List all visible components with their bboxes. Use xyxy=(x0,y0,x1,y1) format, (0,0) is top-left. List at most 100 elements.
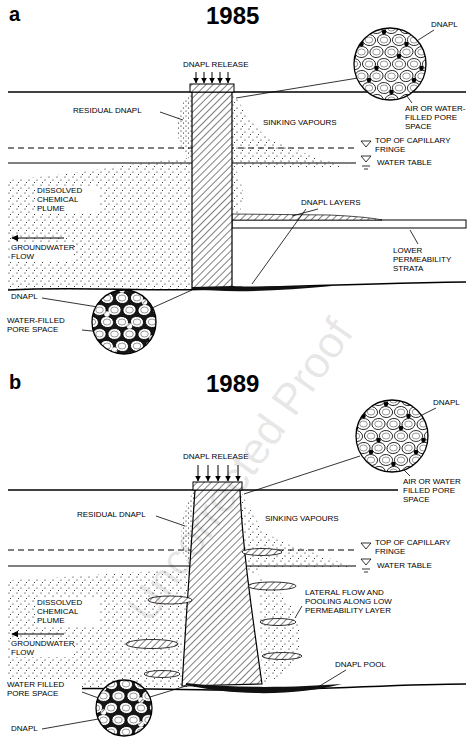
grain-texture xyxy=(96,355,104,361)
release-arrow xyxy=(212,72,213,83)
soil-grain xyxy=(69,291,85,306)
soil-grain xyxy=(157,738,170,739)
soil-grain xyxy=(160,340,174,352)
grain-texture xyxy=(418,97,426,103)
dnapl-droplet xyxy=(384,402,389,407)
annotation-label: RESIDUAL DNAPL xyxy=(72,106,143,115)
soil-grain xyxy=(422,58,436,69)
watermark: Uncorrected Proof xyxy=(119,310,361,629)
annotation-label: SINKING VAPOURS xyxy=(262,118,338,127)
soil-grain xyxy=(152,279,168,293)
grain-texture xyxy=(103,271,111,277)
grain-texture xyxy=(382,433,390,439)
soil-grain xyxy=(148,725,164,739)
grain-texture xyxy=(335,85,343,91)
dnapl-lens xyxy=(262,653,302,660)
soil-grain xyxy=(78,352,92,363)
soil-grain xyxy=(145,268,159,280)
dnapl-droplet xyxy=(419,66,424,71)
grain-texture xyxy=(335,13,343,19)
soil-grain xyxy=(118,701,134,716)
dissolved-plume xyxy=(232,163,243,218)
dnapl-droplet xyxy=(161,709,166,714)
soil-grain xyxy=(414,21,430,35)
soil-grain xyxy=(355,22,369,34)
dnapl-droplet xyxy=(391,462,396,467)
soil-grain xyxy=(114,291,129,305)
grain-texture xyxy=(360,469,368,475)
grain-texture xyxy=(343,73,351,79)
soil-grain xyxy=(399,21,414,35)
grain-texture xyxy=(337,409,345,415)
dnapl-droplet xyxy=(436,462,441,467)
grain-texture xyxy=(152,729,160,735)
vapour-zone xyxy=(240,490,356,568)
dnapl-lenses xyxy=(126,549,302,678)
grain-texture xyxy=(425,85,433,91)
soil-grain xyxy=(407,34,421,46)
vapour-zone xyxy=(232,92,350,168)
grain-texture xyxy=(382,409,390,415)
grain-texture xyxy=(103,295,111,301)
grain-texture xyxy=(367,385,375,391)
soil-grain xyxy=(362,57,377,70)
soil-grain xyxy=(149,678,164,691)
grain-texture xyxy=(85,669,93,675)
leader-line xyxy=(150,686,186,697)
dnapl-lens xyxy=(248,582,296,590)
dnapl-droplet xyxy=(344,18,349,23)
grain-texture xyxy=(118,319,126,325)
annotation-label: TOP OF CAPILLARY FRINGE xyxy=(374,538,468,556)
soil-grain xyxy=(379,454,393,466)
leader-line xyxy=(156,516,185,526)
soil-grain xyxy=(339,70,353,82)
grain-texture xyxy=(163,295,171,301)
grain-texture xyxy=(85,693,93,699)
grain-texture xyxy=(395,85,403,91)
grain-texture xyxy=(433,73,441,79)
grain-texture xyxy=(163,367,171,373)
grain-texture xyxy=(130,717,138,723)
grain-texture xyxy=(103,343,111,349)
grain-texture xyxy=(141,307,149,313)
soil-grain xyxy=(333,429,349,443)
soil-grain xyxy=(348,381,364,395)
dnapl-droplet xyxy=(346,462,351,467)
grain-texture xyxy=(435,445,443,451)
dnapl-pool xyxy=(186,683,342,693)
pore-callout xyxy=(354,28,426,100)
grain-texture xyxy=(403,49,411,55)
soil-grain xyxy=(409,406,423,418)
soil-grain xyxy=(148,701,163,715)
soil-grain xyxy=(73,701,88,715)
leader-line xyxy=(152,290,192,308)
water-table-line xyxy=(8,163,356,164)
soil-grain xyxy=(122,328,137,341)
leader-line xyxy=(42,718,104,729)
soil-grain xyxy=(145,340,160,353)
grain-texture xyxy=(337,433,345,439)
dnapl-droplet xyxy=(164,311,169,316)
soil-grain xyxy=(118,725,134,739)
soil-grain xyxy=(156,690,171,703)
soil-grain xyxy=(384,69,399,83)
dnapl-droplet xyxy=(344,90,349,95)
grain-texture xyxy=(73,343,81,349)
grain-texture xyxy=(100,669,108,675)
grain-texture xyxy=(395,109,403,115)
soil-grain xyxy=(93,352,106,363)
grain-texture xyxy=(335,61,343,67)
grain-texture xyxy=(133,271,141,277)
grain-texture xyxy=(365,61,373,67)
grain-texture xyxy=(345,397,353,403)
soil-grain xyxy=(422,82,436,94)
soil-grain xyxy=(84,363,100,378)
soil-grain xyxy=(111,738,126,739)
soil-grain xyxy=(428,45,444,60)
grain-texture xyxy=(350,109,358,115)
grain-texture xyxy=(148,367,156,373)
soil-grain xyxy=(409,454,422,465)
grain-texture xyxy=(115,717,123,723)
soil-grain xyxy=(379,478,393,490)
grain-texture xyxy=(115,669,123,675)
